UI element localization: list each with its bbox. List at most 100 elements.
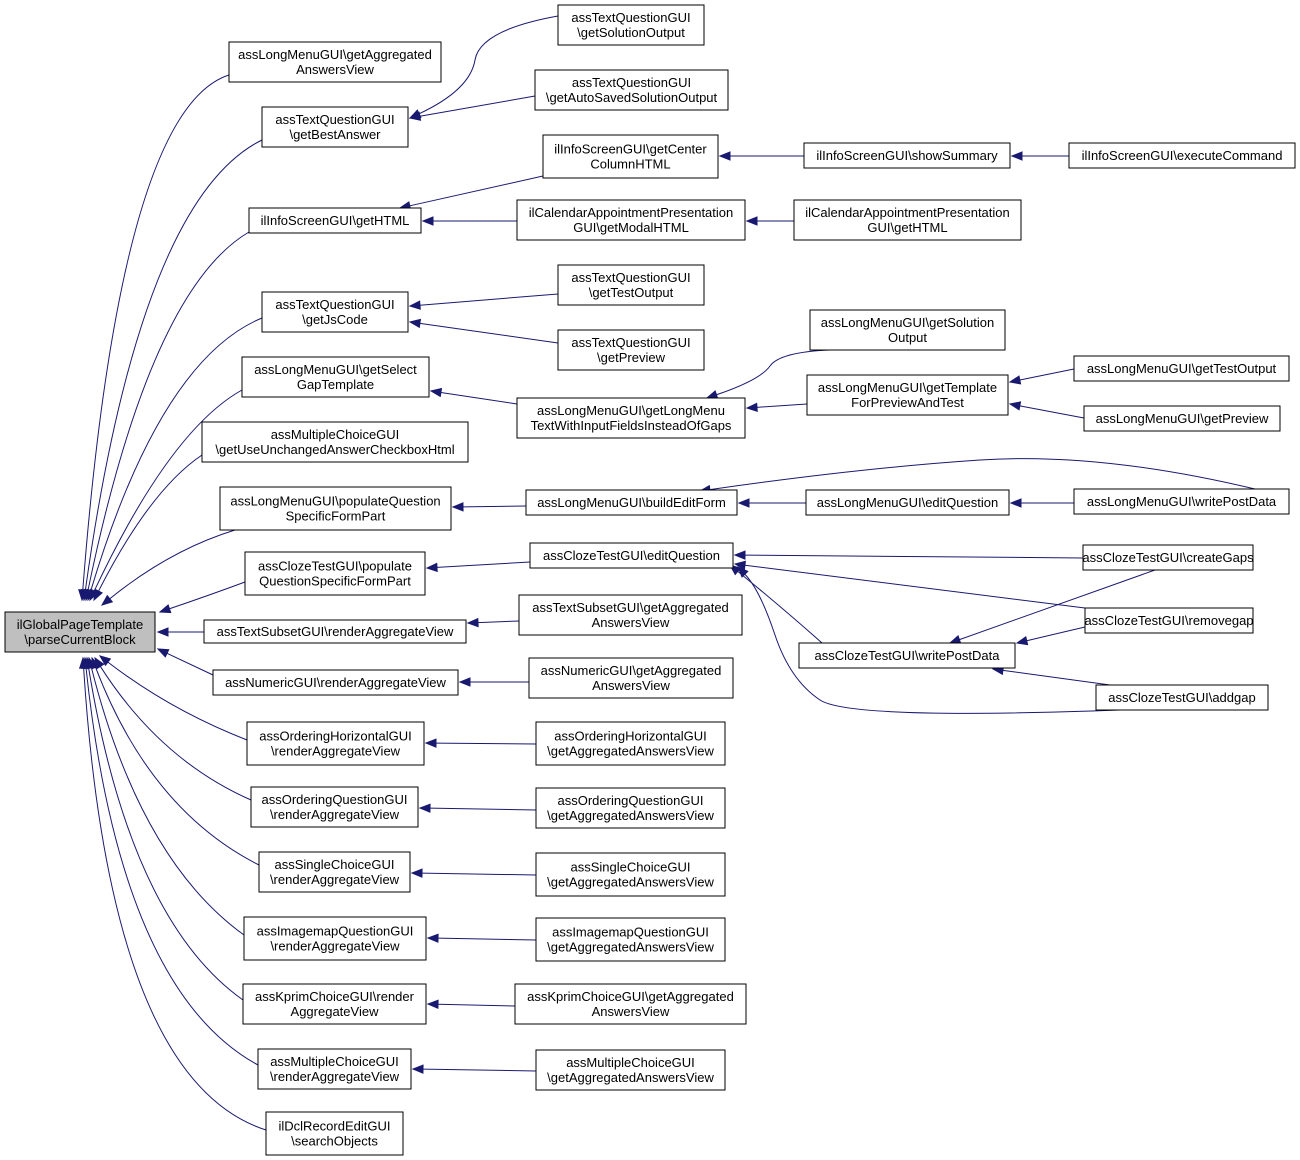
edge-lm_getTestOutput-to-lm_getTemplateForPreview: [1008, 368, 1075, 385]
node-label-line: \getAggregatedAnswersView: [547, 875, 714, 890]
node-box: [1083, 405, 1281, 432]
node-box: [557, 329, 705, 371]
node-oq_getAggregated[interactable]: assOrderingQuestionGUI\getAggregatedAnsw…: [535, 787, 726, 829]
node-oh_renderAggregateView[interactable]: assOrderingHorizontalGUI\renderAggregate…: [246, 721, 425, 766]
node-tq_getBestAnswer[interactable]: assTextQuestionGUI\getBestAnswer: [261, 106, 409, 148]
edge-num_renderAggregateView-to-root: [156, 648, 214, 676]
node-tq_getAutoSaved[interactable]: assTextQuestionGUI\getAutoSavedSolutionO…: [534, 69, 729, 111]
edge-line: [419, 293, 559, 306]
node-box: [809, 309, 1006, 351]
node-im_renderAggregateView[interactable]: assImagemapQuestionGUI\renderAggregateVi…: [243, 916, 427, 961]
node-sc_getAggregated[interactable]: assSingleChoiceGUI\getAggregatedAnswersV…: [535, 852, 726, 897]
edge-line: [477, 620, 520, 624]
edge-lm_editQuestion-to-lm_buildEditForm: [737, 498, 806, 508]
node-kp_renderAggregateView[interactable]: assKprimChoiceGUI\renderAggregateView: [242, 983, 427, 1025]
edge-is_showSummary-to-is_getCenterColumnHTML: [718, 151, 804, 161]
node-label-line: AnswersView: [296, 62, 374, 77]
node-label-line: ilDclRecordEditGUI: [279, 1119, 391, 1134]
node-label-line: ColumnHTML: [590, 157, 670, 172]
node-box: [1082, 544, 1254, 571]
node-box: [219, 486, 452, 531]
node-tq_getPreview[interactable]: assTextQuestionGUI\getPreview: [557, 329, 705, 371]
node-mc_renderAggregateView[interactable]: assMultipleChoiceGUI\renderAggregateView: [257, 1048, 412, 1090]
node-label-line: AnswersView: [592, 1004, 670, 1019]
edge-kp_renderAggregateView-to-root: [84, 656, 244, 1001]
node-label-line: assMultipleChoiceGUI: [566, 1055, 695, 1070]
node-tq_getTestOutput[interactable]: assTextQuestionGUI\getTestOutput: [557, 264, 705, 306]
edge-line: [95, 667, 260, 866]
node-ct_removegap[interactable]: assClozeTestGUI\removegap: [1084, 607, 1254, 634]
edge-line: [429, 807, 537, 811]
node-lm_getPreview[interactable]: assLongMenuGUI\getPreview: [1083, 405, 1281, 432]
edge-line: [959, 569, 1156, 641]
node-lm_populateQSFP[interactable]: assLongMenuGUI\populateQuestionSpecificF…: [219, 486, 452, 531]
node-lm_getSolutionOutput[interactable]: assLongMenuGUI\getSolutionOutput: [809, 309, 1006, 351]
node-sc_renderAggregateView[interactable]: assSingleChoiceGUI\renderAggregateView: [258, 851, 411, 893]
node-tq_getJsCode[interactable]: assTextQuestionGUI\getJsCode: [261, 291, 409, 333]
node-mc_getAggregated[interactable]: assMultipleChoiceGUI\getAggregatedAnswer…: [535, 1049, 726, 1091]
node-box: [535, 852, 726, 897]
node-label-line: \getTestOutput: [589, 285, 674, 300]
node-lm_getTemplateForPreview[interactable]: assLongMenuGUI\getTemplateForPreviewAndT…: [806, 374, 1009, 416]
node-label-line: assImagemapQuestionGUI: [257, 924, 414, 939]
edge-ct_removegap-to-ct_writePostData: [1015, 626, 1086, 646]
edge-mc_getAggregated-to-mc_renderAggregateView: [411, 1064, 537, 1074]
node-lm_getAggregatedAnswersView[interactable]: assLongMenuGUI\getAggregatedAnswersView: [228, 41, 442, 83]
edge-is_executeCommand-to-is_showSummary: [1010, 151, 1069, 161]
node-ct_createGaps[interactable]: assClozeTestGUI\createGaps: [1082, 544, 1254, 571]
node-lm_buildEditForm[interactable]: assLongMenuGUI\buildEditForm: [525, 489, 738, 516]
node-lm_getLongMenuText[interactable]: assLongMenuGUI\getLongMenuTextWithInputF…: [516, 397, 746, 439]
edge-line: [90, 317, 263, 591]
node-lm_getTestOutput[interactable]: assLongMenuGUI\getTestOutput: [1073, 355, 1290, 382]
node-tq_getSolutionOutput[interactable]: assTextQuestionGUI\getSolutionOutput: [557, 4, 705, 46]
node-is_showSummary[interactable]: ilInfoScreenGUI\showSummary: [803, 142, 1011, 169]
node-box: [535, 787, 726, 829]
node-box: [793, 199, 1022, 241]
node-label-line: \renderAggregateView: [270, 939, 400, 954]
edge-ct_populateQSFP-to-root: [158, 581, 246, 614]
node-label-line: GUI\getModalHTML: [573, 220, 689, 235]
node-oq_renderAggregateView[interactable]: assOrderingQuestionGUI\renderAggregateVi…: [250, 786, 419, 828]
node-cap_getModalHTML[interactable]: ilCalendarAppointmentPresentationGUI\get…: [516, 199, 746, 241]
node-num_renderAggregateView[interactable]: assNumericGUI\renderAggregateView: [212, 669, 459, 696]
edge-line: [87, 231, 250, 591]
arrowhead-icon: [429, 387, 443, 398]
node-cap_getHTML[interactable]: ilCalendarAppointmentPresentationGUI\get…: [793, 199, 1022, 241]
node-root[interactable]: ilGlobalPageTemplate\parseCurrentBlock: [4, 611, 156, 653]
node-label-line: assTextQuestionGUI: [275, 297, 394, 312]
edge-line: [744, 573, 1121, 714]
node-label-line: assLongMenuGUI\getPreview: [1096, 411, 1269, 426]
node-box: [557, 264, 705, 306]
edge-line: [419, 322, 559, 344]
node-ct_writePostData[interactable]: assClozeTestGUI\writePostData: [798, 642, 1016, 669]
node-box: [534, 69, 729, 111]
edge-tq_getTestOutput-to-tq_getJsCode: [408, 293, 559, 310]
edge-tq_getPreview-to-tq_getJsCode: [408, 318, 559, 344]
node-label-line: ilInfoScreenGUI\getHTML: [261, 213, 410, 228]
node-lm_editQuestion[interactable]: assLongMenuGUI\editQuestion: [805, 489, 1010, 516]
node-label-line: assTextQuestionGUI: [275, 112, 394, 127]
node-ct_editQuestion[interactable]: assClozeTestGUI\editQuestion: [529, 542, 734, 569]
node-mc_getUseUnchanged[interactable]: assMultipleChoiceGUI\getUseUnchangedAnsw…: [201, 421, 469, 463]
node-is_executeCommand[interactable]: ilInfoScreenGUI\executeCommand: [1068, 142, 1296, 169]
node-label-line: GUI\getHTML: [867, 220, 947, 235]
node-ts_renderAggregateView[interactable]: assTextSubsetGUI\renderAggregateView: [203, 619, 467, 644]
node-label-line: assImagemapQuestionGUI: [552, 925, 709, 940]
node-label-line: QuestionSpecificFormPart: [259, 574, 411, 589]
node-dcl_searchObjects[interactable]: ilDclRecordEditGUI\searchObjects: [265, 1111, 404, 1156]
node-ts_getAggregated[interactable]: assTextSubsetGUI\getAggregatedAnswersVie…: [518, 594, 743, 636]
edge-lm_getPreview-to-lm_getTemplateForPreview: [1008, 401, 1085, 419]
node-box: [4, 611, 156, 653]
node-im_getAggregated[interactable]: assImagemapQuestionGUI\getAggregatedAnsw…: [535, 917, 726, 962]
node-ct_populateQSFP[interactable]: assClozeTestGUI\populateQuestionSpecific…: [244, 551, 426, 596]
node-oh_getAggregated[interactable]: assOrderingHorizontalGUI\getAggregatedAn…: [535, 721, 726, 766]
node-label-line: AnswersView: [592, 615, 670, 630]
node-kp_getAggregated[interactable]: assKprimChoiceGUI\getAggregatedAnswersVi…: [514, 983, 747, 1025]
node-lm_writePostData[interactable]: assLongMenuGUI\writePostData: [1073, 488, 1290, 515]
edge-line: [436, 561, 531, 568]
node-is_getHTML[interactable]: ilInfoScreenGUI\getHTML: [248, 207, 422, 234]
node-ct_addgap[interactable]: assClozeTestGUI\addgap: [1095, 684, 1269, 711]
node-num_getAggregated[interactable]: assNumericGUI\getAggregatedAnswersView: [528, 657, 734, 699]
